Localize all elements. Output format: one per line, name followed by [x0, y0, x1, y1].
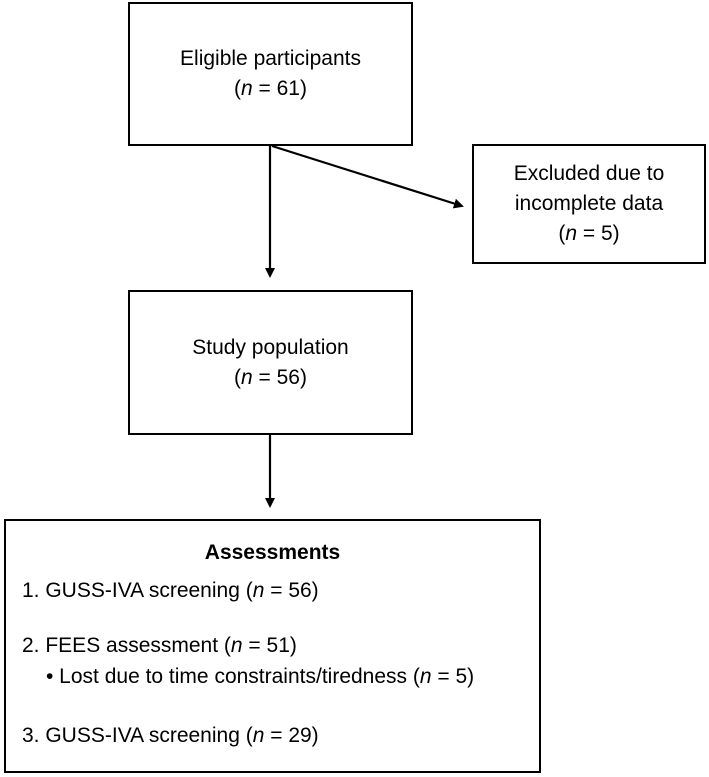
assessment-item-2: 2. FEES assessment (n = 51)	[22, 634, 297, 658]
study-count-open: (	[234, 365, 241, 389]
eligible-count-value: = 61)	[252, 77, 307, 100]
eligible-count: (n = 61)	[234, 74, 307, 104]
assessment-subitem-lost: • Lost due to time constraints/tiredness…	[46, 665, 474, 689]
excluded-line1: Excluded due to	[513, 162, 665, 185]
assessments-title: Assessments	[204, 541, 341, 564]
eligible-count-open: (	[234, 77, 241, 100]
assessment-item-2-var: n	[230, 634, 243, 657]
arrow-eligible-to-excluded	[271, 144, 464, 209]
eligible-label: Eligible participants	[180, 47, 361, 70]
assessment-item-3: 3. GUSS-IVA screening (n = 29)	[22, 724, 319, 748]
assessment-item-2-value: = 51)	[242, 634, 297, 657]
study-count-value: = 56)	[252, 365, 307, 389]
excluded-count-value: = 5)	[577, 222, 620, 245]
assessment-item-3-value: = 29)	[264, 724, 319, 747]
study-count: (n = 56)	[234, 363, 307, 393]
assessment-subitem-value: = 5)	[431, 665, 475, 688]
excluded-line2: incomplete data	[514, 192, 664, 215]
assessments-box: Assessments 1. GUSS-IVA screening (n = 5…	[4, 519, 541, 773]
assessment-item-3-text: 3. GUSS-IVA screening (	[22, 724, 253, 747]
study-count-var: n	[241, 365, 253, 389]
eligible-participants-box: Eligible participants (n = 61)	[128, 2, 413, 146]
study-population-box: Study population (n = 56)	[128, 290, 413, 435]
eligible-count-var: n	[241, 77, 253, 100]
excluded-count: (n = 5)	[558, 219, 619, 249]
assessment-subitem-var: n	[419, 665, 432, 688]
assessment-item-3-var: n	[252, 724, 265, 747]
assessment-item-1-text: 1. GUSS-IVA screening (	[22, 579, 253, 602]
assessment-item-1-value: = 56)	[264, 579, 319, 602]
assessment-item-1-var: n	[252, 579, 265, 602]
assessment-subitem-text: • Lost due to time constraints/tiredness…	[46, 665, 420, 688]
assessment-item-1: 1. GUSS-IVA screening (n = 56)	[22, 579, 319, 603]
assessment-item-2-text: 2. FEES assessment (	[22, 634, 231, 657]
study-label: Study population	[192, 335, 349, 359]
excluded-count-var: n	[565, 222, 578, 245]
excluded-count-open: (	[558, 222, 566, 245]
excluded-box: Excluded due to incomplete data (n = 5)	[472, 144, 706, 264]
